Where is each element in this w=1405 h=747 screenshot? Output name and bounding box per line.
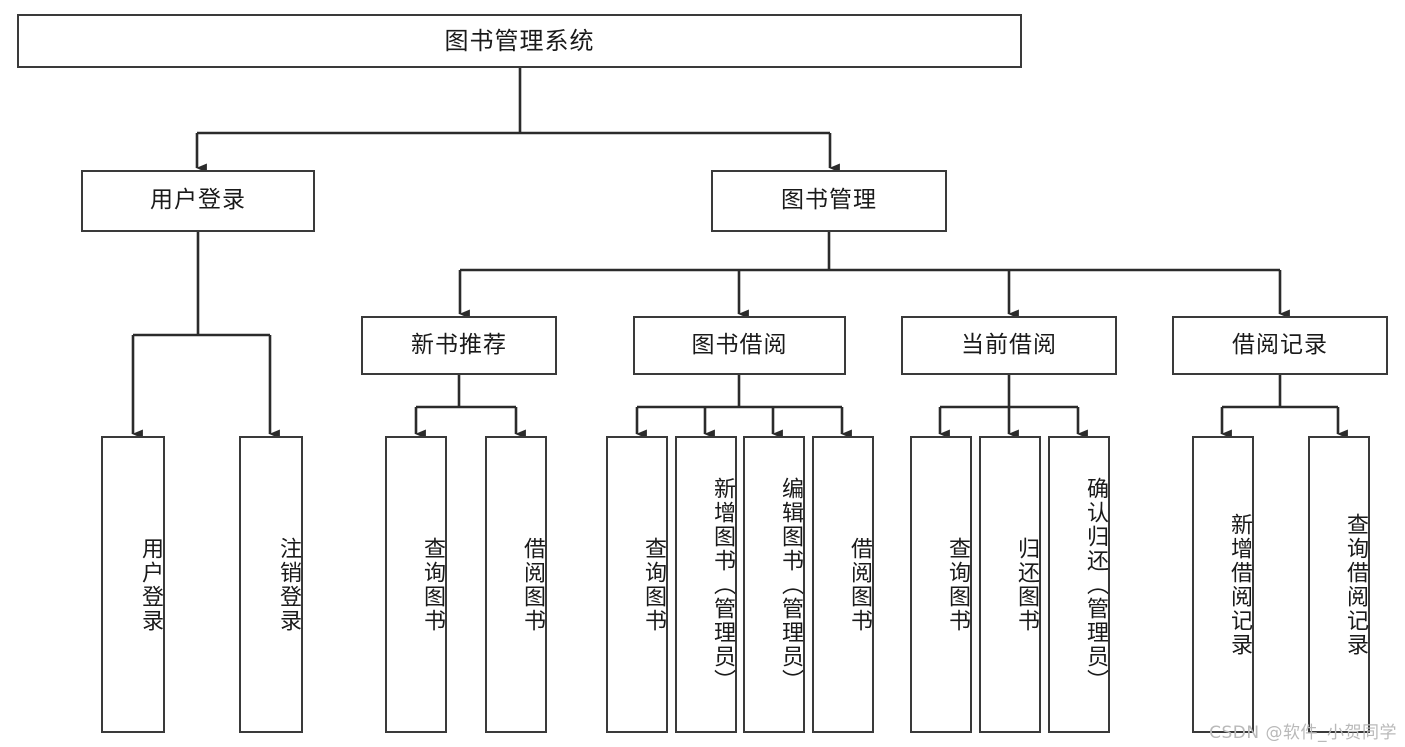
node-leaf-borrow-lend[interactable]: 借阅图书	[812, 436, 874, 733]
node-leaf-borrow-query-label: 查询图书	[641, 536, 666, 633]
node-book-manage-label: 图书管理	[781, 187, 877, 214]
node-user-login-label: 用户登录	[150, 187, 246, 214]
node-leaf-user-login-label: 用户登录	[138, 536, 163, 633]
node-borrow-record-label: 借阅记录	[1232, 331, 1328, 358]
node-leaf-rec-add[interactable]: 新增借阅记录	[1192, 436, 1254, 733]
node-leaf-user-logout[interactable]: 注销登录	[239, 436, 303, 733]
node-leaf-user-login[interactable]: 用户登录	[101, 436, 165, 733]
node-current-borrow-label: 当前借阅	[961, 331, 1057, 358]
node-leaf-borrow-edit[interactable]: 编辑图书（管理员）	[743, 436, 805, 733]
node-leaf-user-logout-label: 注销登录	[276, 536, 301, 633]
node-leaf-rec-query2[interactable]: 查询借阅记录	[1308, 436, 1370, 733]
node-new-book-rec-label: 新书推荐	[411, 331, 507, 358]
node-leaf-borrow-lend-label: 借阅图书	[847, 536, 872, 633]
node-leaf-borrow-add[interactable]: 新增图书（管理员）	[675, 436, 737, 733]
node-leaf-cur-return-label: 归还图书	[1014, 536, 1039, 633]
node-leaf-rec-borrow[interactable]: 借阅图书	[485, 436, 547, 733]
node-root-label: 图书管理系统	[444, 26, 595, 55]
node-leaf-cur-query[interactable]: 查询图书	[910, 436, 972, 733]
node-leaf-rec-query2-label: 查询借阅记录	[1343, 512, 1368, 657]
node-leaf-rec-add-label: 新增借阅记录	[1227, 512, 1252, 657]
node-leaf-rec-borrow-label: 借阅图书	[520, 536, 545, 633]
node-borrow-record[interactable]: 借阅记录	[1172, 316, 1388, 375]
node-leaf-cur-query-label: 查询图书	[945, 536, 970, 633]
node-leaf-borrow-add-label: 新增图书（管理员）	[710, 476, 735, 693]
node-user-login[interactable]: 用户登录	[81, 170, 315, 232]
node-root[interactable]: 图书管理系统	[17, 14, 1022, 68]
node-leaf-borrow-edit-label: 编辑图书（管理员）	[778, 476, 803, 693]
node-leaf-rec-query-label: 查询图书	[420, 536, 445, 633]
node-leaf-rec-query[interactable]: 查询图书	[385, 436, 447, 733]
node-current-borrow[interactable]: 当前借阅	[901, 316, 1117, 375]
csdn-watermark: CSDN @软件_小贺同学	[1209, 723, 1397, 743]
node-book-borrow-label: 图书借阅	[691, 331, 788, 358]
node-leaf-cur-confirm[interactable]: 确认归还（管理员）	[1048, 436, 1110, 733]
node-leaf-cur-confirm-label: 确认归还（管理员）	[1083, 476, 1108, 693]
node-new-book-rec[interactable]: 新书推荐	[361, 316, 557, 375]
node-leaf-borrow-query[interactable]: 查询图书	[606, 436, 668, 733]
node-book-manage[interactable]: 图书管理	[711, 170, 947, 232]
node-book-borrow[interactable]: 图书借阅	[633, 316, 846, 375]
node-leaf-cur-return[interactable]: 归还图书	[979, 436, 1041, 733]
